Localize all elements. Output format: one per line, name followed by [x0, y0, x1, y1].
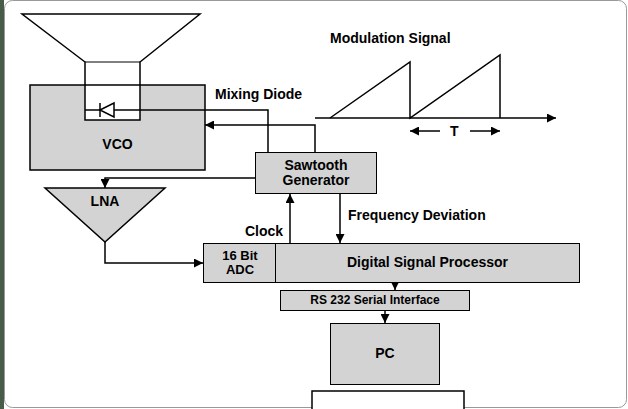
node-text: VCO — [102, 137, 132, 152]
interface-box: RS 232 Serial Interface — [280, 290, 470, 311]
process-box: Sawtooth Generator — [255, 152, 377, 194]
diode-symbol — [85, 103, 140, 117]
node-text: Sawtooth Generator — [260, 158, 372, 189]
period-arrow — [410, 130, 440, 132]
keyboard — [312, 391, 464, 409]
vco-block: VCO — [30, 85, 205, 170]
connector — [105, 242, 203, 263]
converter-box: 16 Bit ADC — [203, 243, 277, 283]
signal-name: Modulation Signal — [328, 30, 453, 46]
time-axis — [315, 117, 556, 119]
connector — [394, 283, 396, 290]
period-arrow — [470, 130, 500, 132]
edge-label: Frequency Deviation — [346, 207, 488, 223]
connector — [289, 194, 291, 243]
node-text: RS 232 Serial Interface — [310, 294, 439, 307]
process-box: Digital Signal Processor — [275, 243, 580, 283]
connector — [205, 125, 315, 152]
sawtooth-wave — [330, 55, 500, 118]
connector — [384, 311, 386, 323]
amplifier-triangle: LNA — [45, 188, 165, 242]
frame — [5, 1, 627, 408]
node-text: Digital Signal Processor — [347, 255, 508, 270]
period-label: T — [448, 123, 461, 139]
connector — [339, 194, 341, 243]
horn-neck — [85, 62, 140, 63]
node-text: PC — [375, 346, 394, 361]
part-label: Mixing Diode — [213, 86, 304, 102]
node-text: LNA — [91, 194, 120, 209]
edge-label: Clock — [243, 223, 285, 239]
horn-antenna — [22, 14, 200, 85]
photo-edge — [0, 0, 4, 409]
vco-outline — [30, 85, 205, 170]
node-text: 16 Bit ADC — [208, 249, 272, 278]
computer-box: PC — [330, 323, 440, 385]
